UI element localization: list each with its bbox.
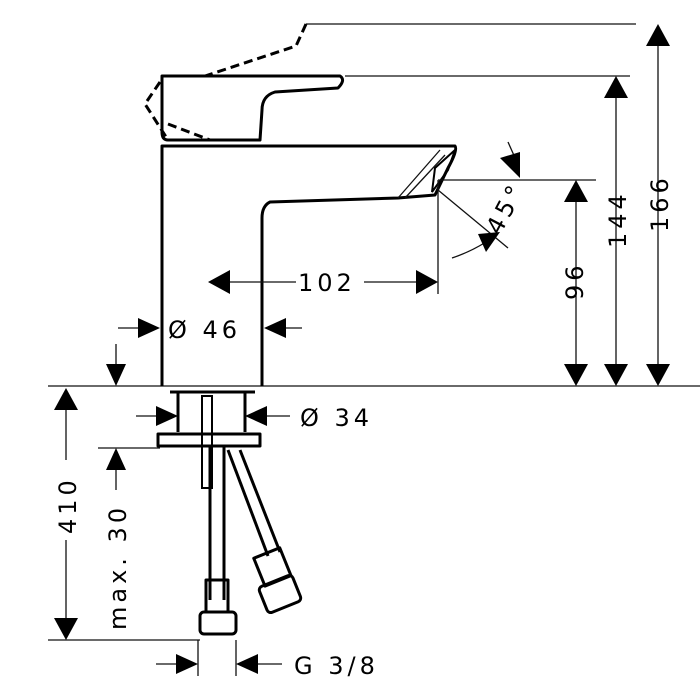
dim-hose-length: 410 xyxy=(54,476,82,534)
mounting-assembly xyxy=(156,390,303,636)
dim-connection-thread: G 3/8 xyxy=(294,652,379,680)
dim-handle-height: 144 xyxy=(604,190,632,248)
dim-spout-angle: 45° xyxy=(481,178,531,239)
dim-overall-height: 166 xyxy=(646,174,674,232)
dim-shank-diameter: Ø 34 xyxy=(300,404,373,432)
dim-spout-reach: 102 xyxy=(298,269,356,297)
dim-spout-height: 96 xyxy=(561,261,589,300)
dim-max-deck-thickness: max. 30 xyxy=(104,504,132,630)
dim-body-diameter: Ø 46 xyxy=(168,316,241,344)
faucet-body xyxy=(143,23,458,386)
